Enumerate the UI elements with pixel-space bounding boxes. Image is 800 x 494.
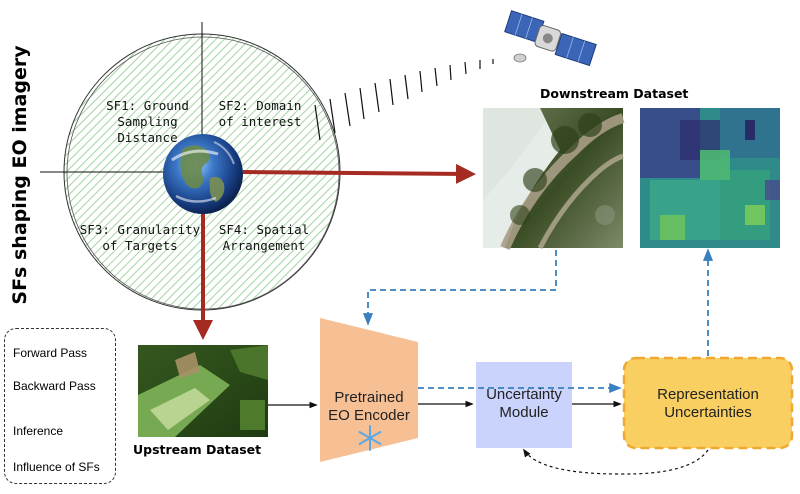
encoder-label: Pretrained EO Encoder [318, 389, 420, 425]
uncertainty-module-block [476, 362, 572, 448]
snowflake-icon [358, 425, 382, 451]
sf1-label: SF1: Ground Sampling Distance [90, 98, 205, 146]
upstream-dataset-title: Upstream Dataset [133, 442, 262, 457]
downstream-rgb-image [483, 108, 625, 250]
representation-label-line2: Uncertainties [664, 404, 752, 421]
downstream-dataset-title: Downstream Dataset [540, 86, 689, 101]
legend-forward-label: Forward Pass [13, 346, 88, 360]
downstream-heatmap-image [640, 108, 780, 248]
sf1-line1: SF1: Ground [106, 98, 189, 113]
representation-label-line1: Representation [657, 386, 759, 403]
sf4-line1: SF4: Spatial [218, 222, 310, 237]
sf3-line2: of Targets [102, 238, 178, 253]
sf2-line2: of interest [218, 114, 302, 129]
legend-influence-label: Influence of SFs [13, 460, 100, 474]
influence-arrow-downstream [242, 163, 476, 184]
inference-arrow-downstream-encoder [362, 250, 557, 326]
sf3-label: SF3: Granularity of Targets [78, 222, 202, 254]
satellite-icon [504, 10, 597, 67]
encoder-label-line2: EO Encoder [328, 407, 410, 424]
legend-backward-label: Backward Pass [13, 379, 96, 393]
sf3-line1: SF3: Granularity [79, 222, 201, 237]
backward-arrow [523, 448, 709, 475]
earth-icon [163, 134, 243, 214]
representation-label: Representation Uncertainties [624, 386, 792, 422]
sf2-label: SF2: Domain of interest [210, 98, 310, 130]
uncertainty-module-label-line2: Module [499, 404, 549, 421]
sf4-label: SF4: Spatial Arrangement [214, 222, 314, 254]
sf2-line1: SF2: Domain [218, 98, 302, 113]
legend: Forward Pass Backward Pass Inference Inf… [4, 328, 116, 484]
vertical-title: SFs shaping EO imagery [9, 45, 31, 305]
sf4-line2: Arrangement [222, 238, 306, 253]
legend-inference-label: Inference [13, 424, 64, 438]
encoder-label-line1: Pretrained [334, 389, 404, 406]
satellite-beam [314, 59, 494, 141]
upstream-image [138, 345, 268, 437]
encoder-block [320, 318, 418, 462]
sf1-line2: Sampling Distance [117, 114, 178, 145]
representation-block [622, 356, 794, 450]
uncertainty-module-label-line1: Uncertainty [486, 386, 562, 403]
uncertainty-module-label: Uncertainty Module [476, 386, 572, 422]
